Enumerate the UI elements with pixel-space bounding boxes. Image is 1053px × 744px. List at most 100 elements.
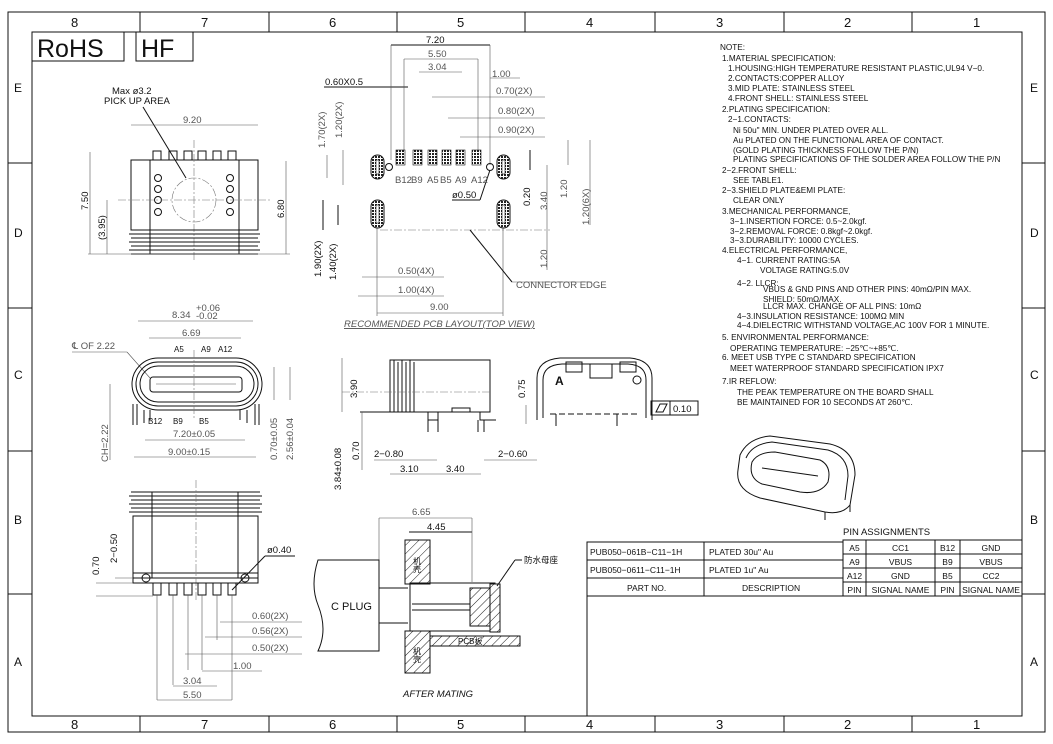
dim-445: 4.45 bbox=[427, 522, 446, 533]
note-line: 6. MEET USB TYPE C STANDARD SPECIFICATIO… bbox=[722, 353, 916, 362]
frame-column-label: 2 bbox=[844, 717, 851, 732]
flatness-callout: 0.10 bbox=[650, 400, 699, 416]
side-view: 3.90 3.84±0.08 0.70 2−0.80 2−0.60 3.10 3… bbox=[333, 358, 537, 490]
bottom-pins bbox=[152, 582, 237, 596]
receptacle-label: 防水母座 bbox=[524, 555, 559, 565]
frame-row-label: A bbox=[1030, 655, 1038, 669]
dim-075: 0.75 bbox=[517, 380, 528, 399]
frame-row-label: E bbox=[14, 81, 22, 95]
pin-table-header: SIGNAL NAME bbox=[872, 585, 930, 595]
note-line: BE MAINTAINED FOR 10 SECONDS AT 260℃. bbox=[737, 398, 913, 407]
frame-column-label: 4 bbox=[586, 717, 593, 732]
rear-view: A 0.75 0.10 bbox=[517, 357, 699, 426]
after-mating-caption: AFTER MATING bbox=[402, 689, 473, 700]
frame-column-label: 5 bbox=[457, 717, 464, 732]
dim-900: 9.00 bbox=[430, 302, 449, 313]
note-line: NOTE: bbox=[720, 43, 745, 52]
frame-row-label: C bbox=[14, 368, 23, 382]
dim-120-b: 1.20 bbox=[539, 250, 550, 269]
pin-cell: A5 bbox=[849, 543, 860, 553]
note-line: 4−1. CURRENT RATING:5A bbox=[737, 256, 841, 265]
frame-row-label: B bbox=[14, 513, 22, 527]
pickup-label: Max ø3.2 bbox=[112, 86, 152, 97]
note-line: CLEAR ONLY bbox=[733, 196, 785, 205]
note-line: VOLTAGE RATING:5.0V bbox=[760, 266, 850, 275]
part-description: PLATED 1u" Au bbox=[709, 565, 769, 575]
part-row-2: PUB050−0611−C11−1H PLATED 1u" Au bbox=[590, 565, 769, 575]
top-view: Max ø3.2 PICK UP AREA 9.20 7.50 bbox=[80, 86, 290, 260]
dim-304: 3.04 bbox=[428, 62, 447, 73]
housing-label-bottom: 机壳 bbox=[413, 646, 422, 664]
pin-cell: B12 bbox=[940, 543, 955, 553]
rohs-badge: RoHS bbox=[37, 35, 104, 63]
dim-width: 9.20 bbox=[183, 115, 202, 126]
note-line: (GOLD PLATING THICKNESS FOLLOW THE P/N) bbox=[733, 146, 919, 155]
dim-100-4x: 1.00(4X) bbox=[398, 285, 434, 296]
dim-060-2x: 0.60(2X) bbox=[252, 611, 288, 622]
signal-pads bbox=[395, 149, 482, 166]
dim-center: (3.95) bbox=[97, 215, 108, 240]
pcb-pin-label: B12 bbox=[395, 175, 412, 186]
frame-column-label: 7 bbox=[201, 717, 208, 732]
note-line: OPERATING TEMPERATURE: −25℃~+85℃. bbox=[730, 344, 899, 353]
note-line: 4−2. LLCR: bbox=[737, 279, 779, 288]
signal-name-cell: VBUS bbox=[889, 557, 912, 567]
frame-row-label: D bbox=[14, 226, 23, 240]
note-line: 3.MID PLATE: STAINLESS STEEL bbox=[728, 84, 855, 93]
frame-column-label: 3 bbox=[716, 15, 723, 30]
vent-holes bbox=[154, 174, 234, 216]
frame-row-label: D bbox=[1030, 226, 1039, 240]
description-header: DESCRIPTION bbox=[742, 583, 800, 593]
bottom-pin-label: B5 bbox=[199, 417, 209, 426]
shell-pads bbox=[370, 154, 511, 229]
dim-190: 1.90(2X) bbox=[313, 241, 324, 277]
pcb-board bbox=[429, 635, 521, 647]
frame-row-label: A bbox=[14, 655, 22, 669]
part-no: PUB050−0611−C11−1H bbox=[590, 565, 681, 575]
dim-390: 3.90 bbox=[349, 380, 360, 399]
dim-120-6x: 1.20(6X) bbox=[581, 189, 592, 225]
frame-column-label: 1 bbox=[973, 15, 980, 30]
connector-edge-label: CONNECTOR EDGE bbox=[516, 280, 607, 291]
dim-550-bottom: 5.50 bbox=[183, 690, 202, 701]
tol-plus: +0.06 bbox=[196, 303, 220, 314]
plug-label: C PLUG bbox=[331, 601, 372, 613]
part-row-1: PUB050−061B−C11−1H PLATED 30u" Au bbox=[590, 547, 774, 557]
dim-834: 8.34 bbox=[172, 310, 191, 321]
note-line: 7.IR REFLOW: bbox=[722, 377, 776, 386]
pcb-label: PCB板 bbox=[458, 636, 482, 646]
frame-column-label: 3 bbox=[716, 717, 723, 732]
dim-050-2x: 0.50(2X) bbox=[252, 643, 288, 654]
note-line: 4−3.INSULATION RESISTANCE: 100MΩ MIN bbox=[737, 312, 904, 321]
dim-140: 1.40(2X) bbox=[328, 244, 339, 280]
note-line: LLCR MAX. CHANGE OF ALL PINS: 10mΩ bbox=[763, 302, 921, 311]
dim-070-tol: 0.70±0.05 bbox=[269, 418, 280, 460]
pickup-label-2: PICK UP AREA bbox=[104, 96, 170, 107]
frame-row-label: C bbox=[1030, 368, 1039, 382]
c-plug-body bbox=[313, 559, 380, 652]
pin-cell: A9 bbox=[849, 557, 860, 567]
dim-ch: CH=2.22 bbox=[100, 424, 111, 462]
dim-310: 3.10 bbox=[400, 464, 419, 475]
note-line: 5. ENVIRONMENTAL PERFORMANCE: bbox=[722, 333, 869, 342]
signal-name-cell: CC1 bbox=[892, 543, 909, 553]
note-line: 2−2.FRONT SHELL: bbox=[722, 166, 797, 175]
after-mating-view: 6.65 4.45 C PLUG 机壳 机壳 PCB板 防水母座 AFTER M… bbox=[313, 507, 559, 700]
tol-minus: -0.02 bbox=[196, 311, 218, 322]
dim-720-tol: 7.20±0.05 bbox=[173, 429, 215, 440]
bottom-pin-label: B12 bbox=[148, 417, 163, 426]
flatness-value: 0.10 bbox=[673, 404, 692, 415]
note-line: 4.ELECTRICAL PERFORMANCE, bbox=[722, 246, 847, 255]
dim-2-080: 2−0.80 bbox=[374, 449, 403, 460]
note-line: Ni 50u" MIN. UNDER PLATED OVER ALL. bbox=[733, 126, 888, 135]
dim-550: 5.50 bbox=[428, 49, 447, 60]
frame-column-label: 6 bbox=[329, 717, 336, 732]
bottom-view: 0.70 2−0.50 ø0.40 0.60(2X) 0.56(2X) 0.50… bbox=[91, 480, 302, 701]
logo-mark-icon bbox=[632, 375, 642, 385]
pcb-pin-label: A5 bbox=[427, 175, 439, 186]
top-pin-label: A5 bbox=[174, 345, 184, 354]
